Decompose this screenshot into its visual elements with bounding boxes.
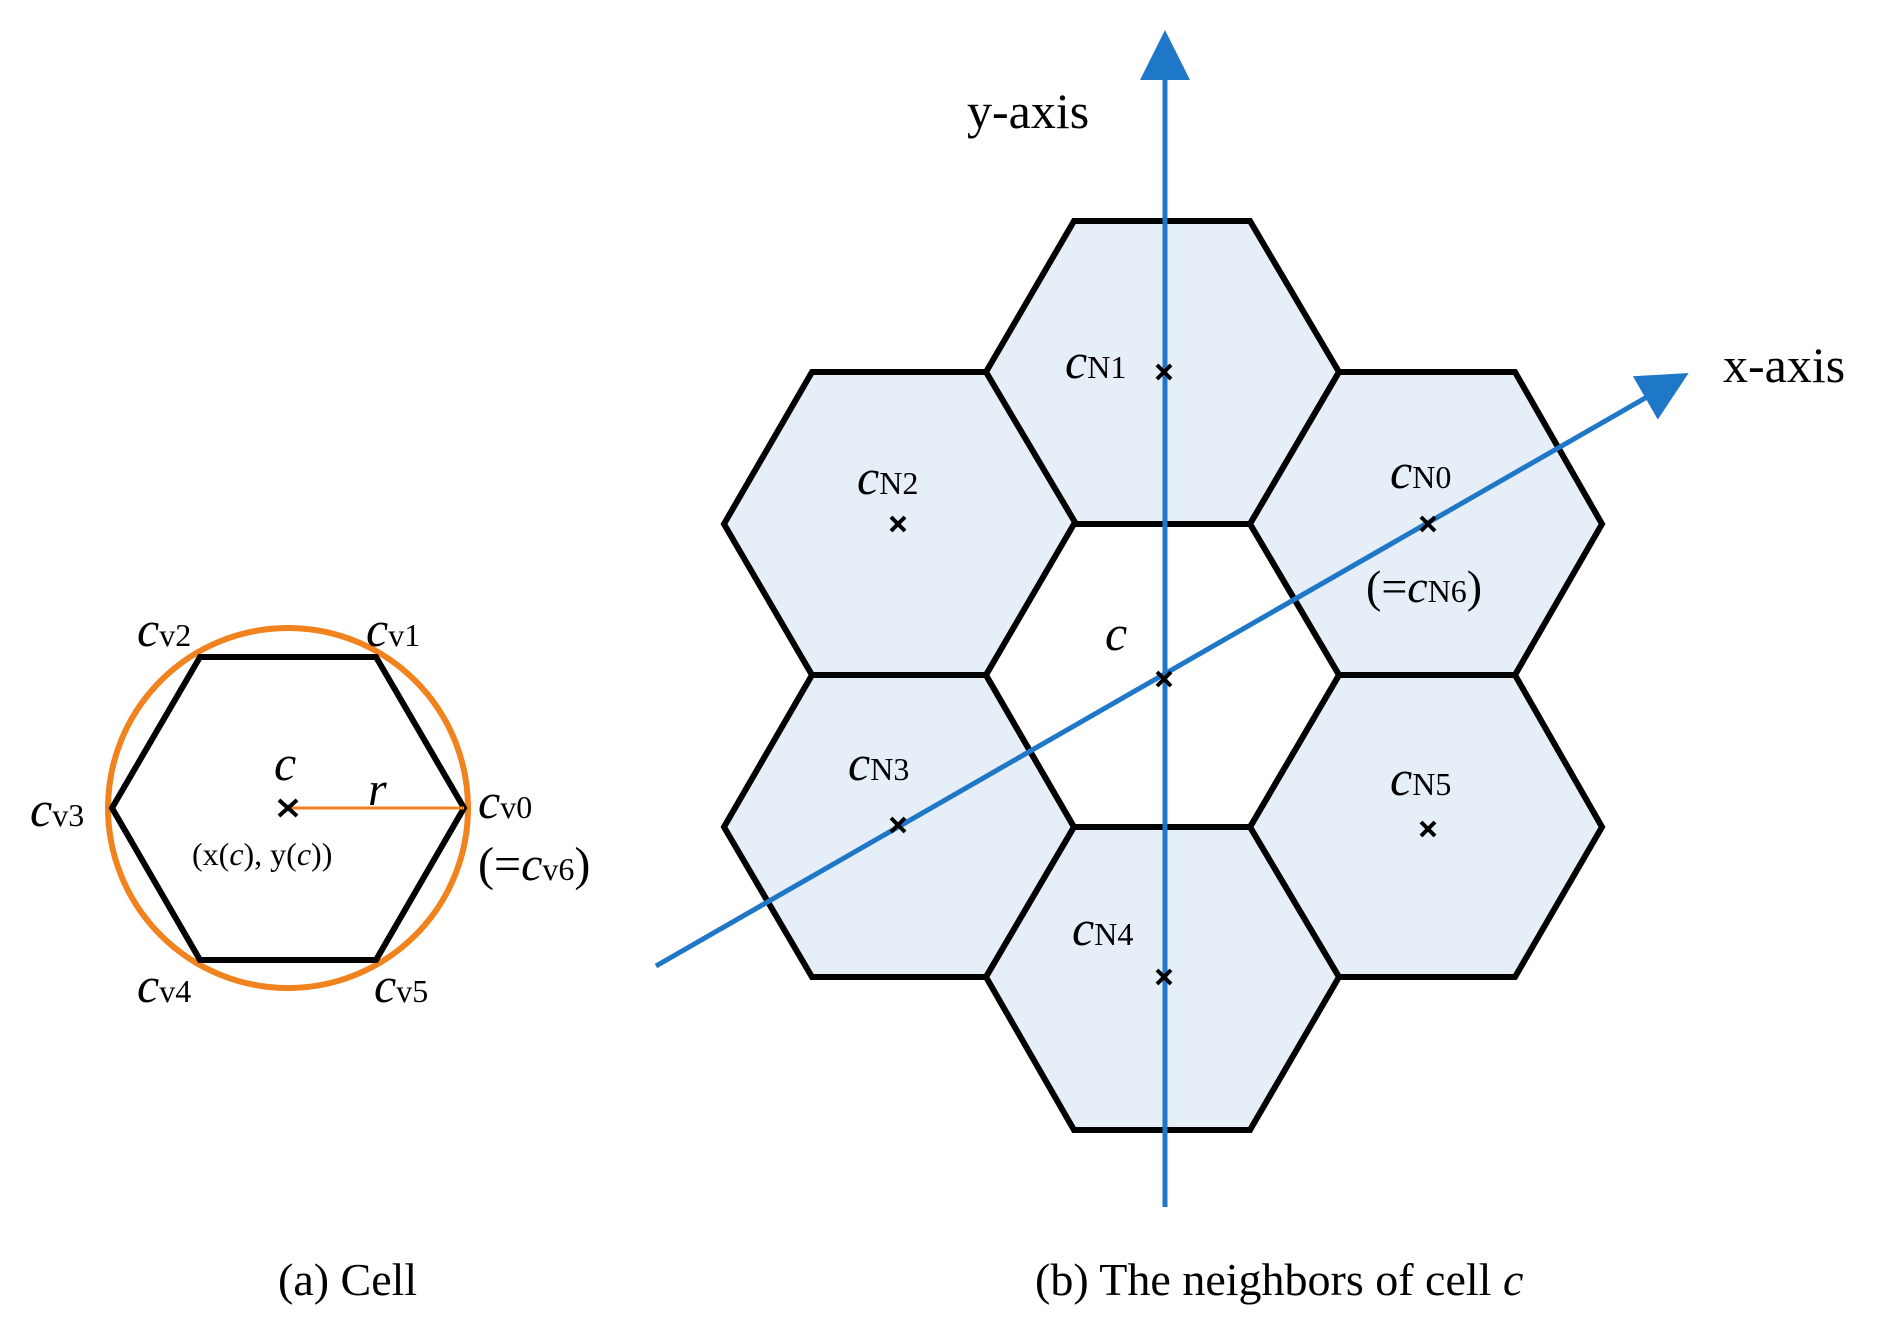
vertex-label-v5: cv5 [374, 957, 428, 1013]
cell-hexagon [108, 654, 468, 963]
vertex-label-v4: cv4 [137, 957, 191, 1013]
marker-n4 [1155, 968, 1173, 986]
marker-n3 [889, 816, 907, 834]
marker-n1 [1155, 363, 1173, 381]
radius-label: r [368, 763, 387, 816]
cell-center-label: c [274, 735, 296, 791]
marker-n0 [1419, 515, 1437, 533]
y-axis-label: y-axis [967, 83, 1089, 139]
neighbor-label-n4: cN4 [1072, 900, 1133, 956]
center-coordinate-label: (x(c), y(c)) [192, 836, 332, 872]
caption-b: (b) The neighbors of cell c [1035, 1254, 1523, 1305]
circumscribed-circle [105, 625, 471, 991]
vertex-label-v0: cv0 [478, 773, 532, 829]
caption-a: (a) Cell [278, 1254, 417, 1305]
x-axis-label: x-axis [1723, 337, 1845, 393]
center-marker [277, 798, 299, 818]
vertex-v6-note: (=cv6) [478, 838, 590, 891]
neighbor-n6-note: (=cN6) [1366, 561, 1482, 612]
marker-center-c [1155, 670, 1173, 688]
vertex-label-v3: cv3 [30, 781, 84, 837]
marker-n2 [889, 515, 907, 533]
neighbor-label-n1: cN1 [1065, 333, 1126, 389]
center-cell-label: c [1105, 605, 1127, 661]
neighbor-label-n3: cN3 [848, 735, 909, 791]
neighbor-label-n5: cN5 [1390, 750, 1451, 806]
neighbor-label-n0: cN0 [1390, 443, 1451, 499]
vertex-label-v1: cv1 [366, 601, 420, 657]
vertex-label-v2: cv2 [137, 601, 191, 657]
x-axis-line [654, 373, 1689, 969]
neighbor-label-n2: cN2 [857, 449, 918, 505]
cross-markers [889, 363, 1437, 986]
marker-n5 [1419, 820, 1437, 838]
panel-b: y-axis x-axis c cN1 cN2 cN0 (=cN6) cN3 c… [654, 30, 1845, 1305]
panel-a: c r (x(c), y(c)) cv0 cv1 cv2 cv3 cv4 cv5… [30, 601, 590, 1305]
